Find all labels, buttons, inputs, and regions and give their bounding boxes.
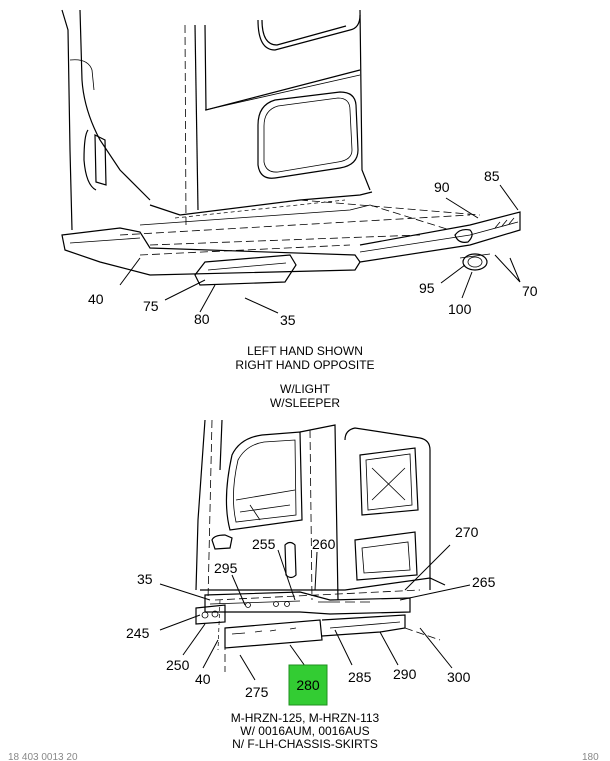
- callout-40-bottom: 40: [195, 671, 211, 687]
- top-leaders: [119, 184, 521, 314]
- sleeper-window-bottom: [359, 447, 419, 516]
- callout-250: 250: [166, 657, 190, 673]
- skirt-panel-rear: [359, 211, 521, 263]
- callout-295: 295: [214, 560, 238, 576]
- callout-35-bottom: 35: [137, 571, 153, 587]
- door-window: [225, 431, 303, 531]
- sleeper-window: [257, 91, 359, 179]
- door-handle: [211, 534, 233, 550]
- highlight-box[interactable]: [288, 664, 328, 706]
- callout-35: 35: [280, 312, 296, 328]
- skirt-panel-280: [224, 619, 323, 649]
- callout-70: 70: [522, 283, 538, 299]
- bottom-caption: M-HRZN-125, M-HRZN-113 W/ 0016AUM, 0016A…: [231, 711, 380, 751]
- door-handle-recess: [94, 134, 107, 186]
- page-footer: 18 403 0013 20 180: [8, 752, 599, 761]
- model-line-1: M-HRZN-125, M-HRZN-113: [231, 711, 380, 725]
- callout-85: 85: [484, 168, 500, 184]
- callout-90: 90: [434, 179, 450, 195]
- callout-255: 255: [252, 536, 276, 552]
- option-line-2: W/SLEEPER: [270, 396, 340, 410]
- callout-40: 40: [88, 291, 104, 307]
- option-line-1: W/LIGHT: [280, 382, 331, 396]
- caption-line-1: LEFT HAND SHOWN: [247, 344, 363, 358]
- skirt-end-bracket: [195, 604, 226, 625]
- callout-75: 75: [143, 298, 159, 314]
- footer-right: 180: [582, 752, 599, 761]
- callout-300: 300: [447, 669, 471, 685]
- callout-270: 270: [455, 524, 479, 540]
- callout-245: 245: [126, 625, 150, 641]
- skirt-panel-lower: [61, 227, 361, 276]
- model-line-2: W/ 0016AUM, 0016AUS: [240, 724, 369, 738]
- callout-95: 95: [419, 280, 435, 296]
- callout-80: 80: [194, 311, 210, 327]
- upper-window: [257, 14, 361, 51]
- skirt-bracket-upper: [204, 591, 411, 615]
- top-caption: LEFT HAND SHOWN RIGHT HAND OPPOSITE W/LI…: [235, 344, 374, 410]
- callout-260: 260: [312, 536, 336, 552]
- highlighted-part-280[interactable]: 280: [288, 664, 328, 706]
- caption-line-2: RIGHT HAND OPPOSITE: [235, 358, 374, 372]
- bottom-leaders: [159, 544, 471, 681]
- model-line-3: N/ F-LH-CHASSIS-SKIRTS: [232, 737, 378, 751]
- lamp-assembly: [462, 253, 488, 271]
- top-cab-drawing: [61, 9, 521, 286]
- footer-left: 18 403 0013 20: [8, 752, 78, 761]
- bottom-callouts: 255 260 270 35 295 265 245 250 285 290 3…: [126, 524, 496, 700]
- callout-100: 100: [448, 301, 472, 317]
- callout-285: 285: [348, 669, 372, 685]
- top-callouts: 90 85 40 75 80 35 95 100 70: [88, 168, 538, 328]
- callout-280[interactable]: 280: [296, 677, 320, 693]
- callout-265: 265: [472, 574, 496, 590]
- callout-275: 275: [245, 684, 269, 700]
- callout-290: 290: [393, 666, 417, 682]
- bottom-cab-drawing: [195, 419, 446, 672]
- skirt-light: [194, 254, 297, 286]
